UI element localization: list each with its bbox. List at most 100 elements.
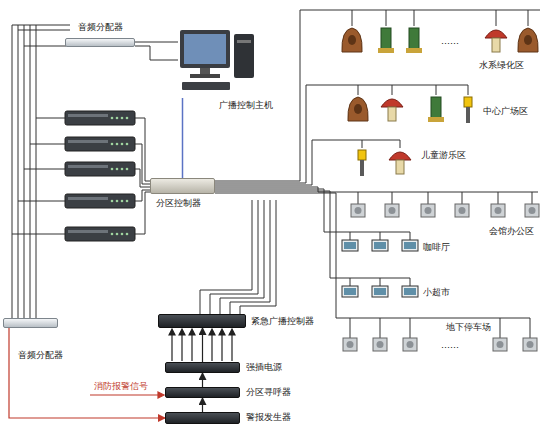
- drawing-stroke: [496, 10, 497, 26]
- amplifier-rack: [65, 227, 135, 241]
- amplifier-rack: [65, 137, 135, 151]
- device-label: 音频分配器: [17, 350, 64, 361]
- device-label: 紧急广播控制器: [250, 316, 315, 327]
- drawing-stroke: [68, 114, 108, 117]
- device-body: [165, 387, 240, 398]
- wall-speaker: [351, 204, 365, 217]
- drawing-stroke: [215, 191, 410, 278]
- drawing-stroke: [400, 140, 401, 148]
- zone-pager: 分区寻呼器: [165, 387, 240, 398]
- drawing-stroke: [360, 160, 364, 176]
- drawing-stroke: [410, 232, 411, 240]
- ceiling-speaker: [402, 240, 418, 251]
- drawing-stroke: [344, 242, 356, 249]
- wall-speaker: [525, 204, 539, 217]
- wall-speaker: [343, 338, 357, 351]
- drawing-stroke: [111, 143, 114, 146]
- device-body: [150, 178, 215, 194]
- drawing-stroke: [350, 318, 351, 338]
- device-label: 分区控制器: [155, 198, 202, 209]
- connector: [9, 328, 165, 418]
- wall-speaker: [491, 204, 505, 217]
- rock-speaker: [518, 28, 538, 52]
- drawing-stroke: [500, 318, 501, 338]
- device-body: [158, 314, 246, 328]
- computer-icon: [178, 28, 258, 98]
- drawing-stroke: [126, 168, 129, 171]
- drawing-stroke: [355, 207, 362, 214]
- drawing-stroke: [404, 242, 416, 249]
- wall-speaker: [523, 338, 537, 351]
- drawing-stroke: [116, 200, 119, 203]
- mushroom-speaker: [485, 30, 507, 38]
- drawing-stroke: [354, 104, 362, 114]
- drawing-stroke: [428, 192, 429, 204]
- drawing-stroke: [347, 341, 354, 348]
- device-body: [178, 28, 258, 98]
- drawing-stroke: [348, 35, 356, 45]
- zone-label: ……: [440, 36, 460, 47]
- device-label: 音频分配器: [77, 22, 124, 33]
- device-body: [65, 38, 135, 47]
- zone-label: 中心广场区: [482, 106, 529, 117]
- device-label: 分区寻呼器: [245, 387, 292, 398]
- drawing-stroke: [498, 192, 499, 204]
- zone-label: 地下停车场: [445, 322, 492, 333]
- drawing-stroke: [68, 197, 108, 200]
- drawing-stroke: [407, 341, 414, 348]
- drawing-stroke: [495, 207, 502, 214]
- device-label: 强插电源: [245, 362, 283, 373]
- drawing-stroke: [528, 10, 529, 26]
- drawing-stroke: [524, 35, 532, 45]
- rock-speaker: [342, 28, 362, 52]
- drawing-stroke: [386, 10, 387, 26]
- drawing-stroke: [404, 288, 416, 295]
- drawing-stroke: [377, 341, 384, 348]
- drawing-stroke: [126, 143, 129, 146]
- signal-label: 消防报警信号: [93, 381, 149, 392]
- drawing-stroke: [116, 233, 119, 236]
- drawing-stroke: [492, 38, 500, 52]
- drawing-stroke: [344, 288, 356, 295]
- drawing-stroke: [389, 207, 396, 214]
- drawing-stroke: [410, 278, 411, 286]
- zone-label: 咖啡厅: [422, 242, 451, 253]
- device-body: [165, 362, 240, 373]
- mushroom-speaker: [389, 152, 411, 160]
- connector: [182, 98, 184, 178]
- connector: [202, 398, 203, 412]
- zone-label: 儿童游乐区: [420, 150, 467, 161]
- power-unit: 强插电源: [165, 362, 240, 373]
- drawing-stroke: [350, 278, 351, 286]
- drawing-stroke: [374, 288, 386, 295]
- ceiling-speaker: [402, 286, 418, 297]
- drawing-stroke: [362, 140, 363, 148]
- device-label: 广播控制主机: [218, 100, 274, 111]
- wall-speaker: [403, 338, 417, 351]
- drawing-stroke: [530, 318, 531, 338]
- zone-label: ……: [440, 340, 460, 351]
- drawing-stroke: [380, 232, 381, 240]
- drawing-stroke: [380, 318, 381, 338]
- drawing-stroke: [215, 10, 540, 181]
- wall-speaker: [385, 204, 399, 217]
- drawing-stroke: [497, 341, 504, 348]
- drawing-stroke: [116, 117, 119, 120]
- emergency-controller: 紧急广播控制器: [158, 314, 246, 328]
- drawing-stroke: [425, 207, 432, 214]
- audio-distributor: 音频分配器: [3, 318, 58, 328]
- wall-speaker: [493, 338, 507, 351]
- column-speaker: [409, 28, 419, 50]
- audio-distributor: 音频分配器: [65, 38, 135, 47]
- drawing-stroke: [111, 200, 114, 203]
- connector: [202, 373, 203, 387]
- drawing-stroke: [215, 140, 400, 185]
- drawing-stroke: [121, 233, 124, 236]
- device-body: [3, 318, 58, 328]
- mushroom-speaker: [381, 99, 403, 107]
- drawing-stroke: [410, 318, 411, 338]
- zone-label: 小超市: [422, 287, 451, 298]
- drawing-stroke: [468, 85, 469, 95]
- wall-speaker: [373, 338, 387, 351]
